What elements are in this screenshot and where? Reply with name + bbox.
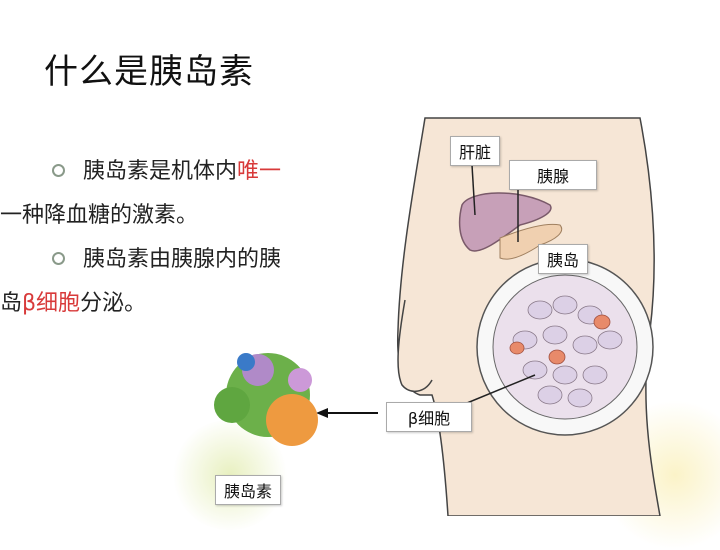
bullet-text: 胰岛素是机体内: [83, 159, 238, 184]
page-title: 什么是胰岛素: [44, 52, 254, 92]
bullet-icon: [52, 163, 65, 177]
bullet-item: 胰岛素由胰腺内的胰: [52, 238, 322, 282]
liver-label: 肝脏: [450, 136, 501, 166]
bullet-text: 岛: [0, 291, 23, 316]
torso-illustration: [214, 117, 661, 516]
highlight-text: β细胞: [22, 291, 81, 316]
bullet-continuation: 岛β细胞分泌。: [0, 282, 270, 326]
beta-cell-label: β细胞: [386, 402, 472, 432]
bullet-text: 胰岛素由胰腺内的胰: [83, 247, 282, 272]
bullet-text: 分泌。: [80, 291, 147, 316]
pancreas-label: 胰腺: [509, 160, 597, 190]
bullet-continuation: 一种降血糖的激素。: [0, 203, 199, 228]
insulin-label: 胰岛素: [215, 475, 282, 505]
highlight-text: 唯一: [237, 159, 282, 184]
islet-label: 胰岛: [538, 244, 589, 274]
bullet-list: 胰岛素是机体内唯一 一种降血糖的激素。 胰岛素由胰腺内的胰 岛β细胞分泌。: [0, 150, 322, 326]
bullet-icon: [52, 251, 65, 265]
bullet-item: 胰岛素是机体内唯一: [52, 150, 322, 194]
